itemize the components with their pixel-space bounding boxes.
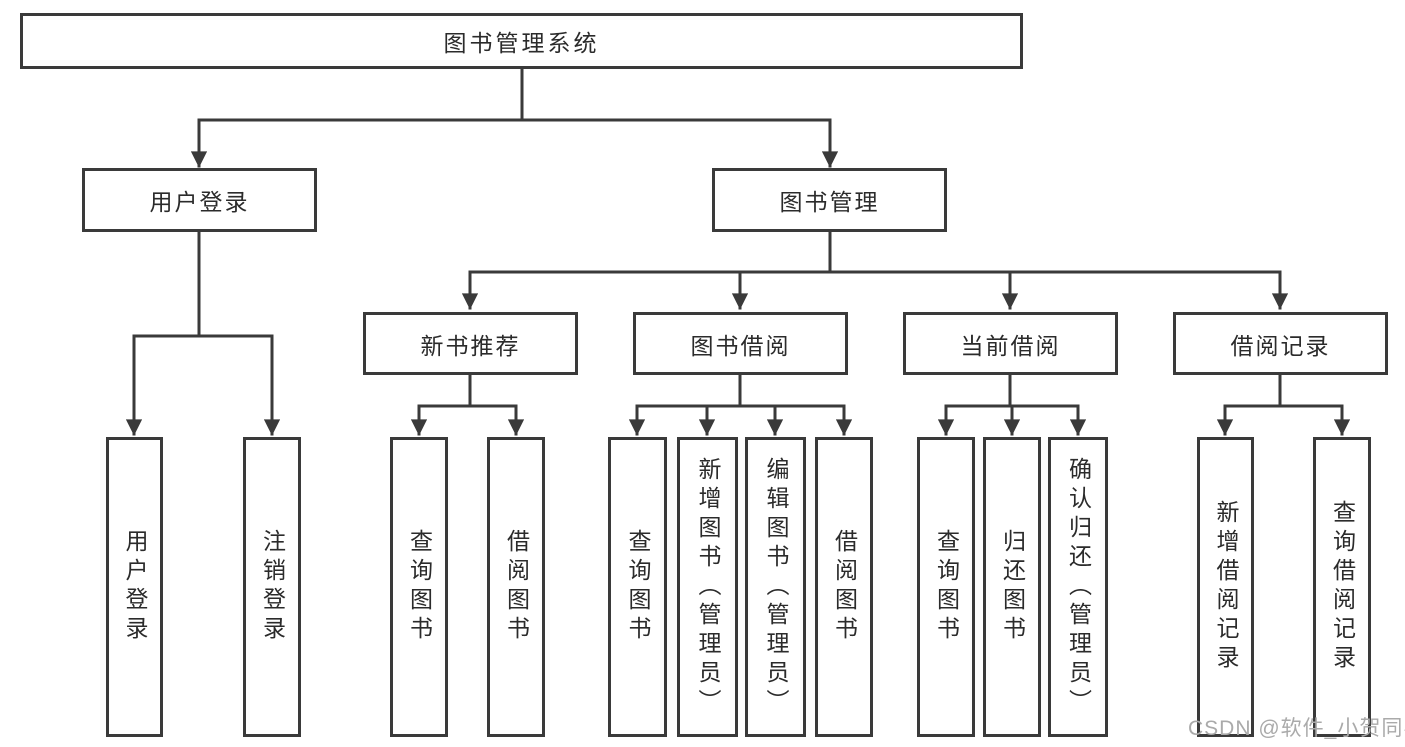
leaf-confirm-return-admin-label: 确认归还（管理员） [1065,456,1092,718]
leaf-user-login: 用户登录 [106,437,163,737]
node-current-borrow: 当前借阅 [903,312,1118,375]
edges-book-mgmt-to-level3 [461,230,1289,310]
node-book-mgmt-group: 图书管理 [712,168,947,232]
leaf-add-borrow-record-label: 新增借阅记录 [1213,500,1239,674]
edges-root-to-level2 [190,67,839,168]
node-book-borrow: 图书借阅 [633,312,848,375]
node-borrow-records: 借阅记录 [1173,312,1388,375]
leaf-return-books: 归还图书 [983,437,1041,737]
leaf-edit-books-admin: 编辑图书（管理员） [745,437,806,737]
leaf-current-query-books-label: 查询图书 [933,529,960,645]
leaf-confirm-return-admin: 确认归还（管理员） [1048,437,1108,737]
leaf-borrow-query-books: 查询图书 [608,437,667,737]
leaf-user-login-label: 用户登录 [122,529,148,645]
leaf-borrow-books: 借阅图书 [815,437,873,737]
leaf-add-borrow-record: 新增借阅记录 [1197,437,1254,737]
node-root-label: 图书管理系统 [443,30,600,56]
edges-book-borrow-group [628,373,853,436]
leaf-return-books-label: 归还图书 [999,529,1026,645]
leaf-add-books-admin-label: 新增图书（管理员） [695,456,721,718]
node-borrow-records-label: 借阅记录 [1230,332,1331,359]
leaf-query-borrow-record-label: 查询借阅记录 [1329,500,1356,674]
node-book-borrow-label: 图书借阅 [690,332,791,359]
node-new-book-rec-label: 新书推荐 [420,332,521,359]
leaf-logout: 注销登录 [243,437,301,737]
leaf-add-books-admin: 新增图书（管理员） [677,437,738,737]
leaf-rec-query-books: 查询图书 [390,437,448,737]
leaf-borrow-books-label: 借阅图书 [831,529,858,645]
edges-borrow-records-group [1216,373,1351,436]
edges-new-book-rec-group [410,373,525,436]
node-current-borrow-label: 当前借阅 [960,332,1061,359]
leaf-rec-borrow-books-label: 借阅图书 [503,529,530,645]
leaf-logout-label: 注销登录 [259,529,286,645]
node-user-login-group: 用户登录 [82,168,317,232]
leaf-borrow-query-books-label: 查询图书 [625,529,651,645]
edges-user-login-group [125,230,281,436]
leaf-query-borrow-record: 查询借阅记录 [1313,437,1371,737]
watermark: CSDN @软件_小贺同学 [1188,717,1405,740]
node-user-login-group-label: 用户登录 [149,189,250,215]
node-root: 图书管理系统 [20,13,1023,69]
node-book-mgmt-group-label: 图书管理 [779,189,880,215]
leaf-current-query-books: 查询图书 [917,437,975,737]
edges-current-borrow-group [937,373,1087,436]
node-new-book-rec: 新书推荐 [363,312,578,375]
leaf-rec-borrow-books: 借阅图书 [487,437,545,737]
leaf-rec-query-books-label: 查询图书 [406,529,433,645]
leaf-edit-books-admin-label: 编辑图书（管理员） [763,456,789,718]
